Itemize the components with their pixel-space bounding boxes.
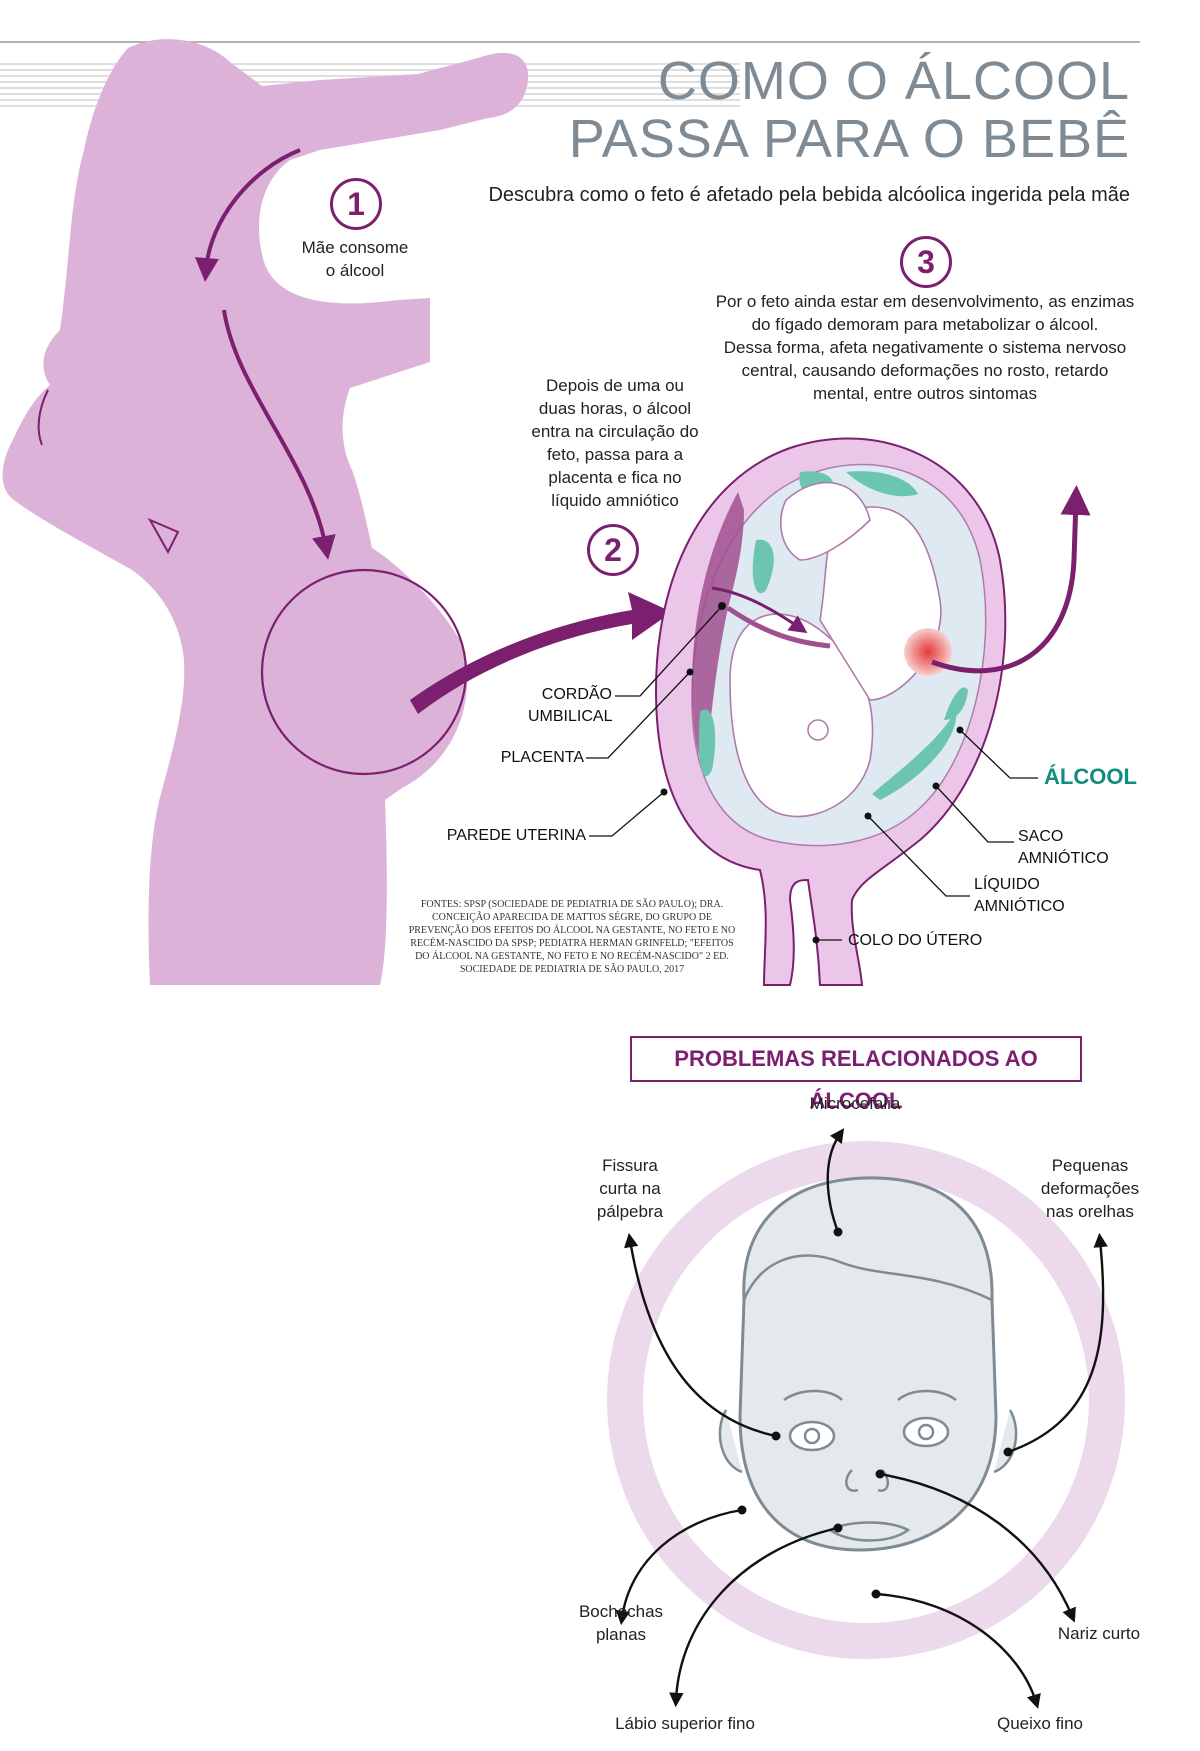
uterus-leader-dots bbox=[660, 668, 964, 944]
label-line: Fissura bbox=[602, 1156, 658, 1175]
step-1-badge: 1 bbox=[330, 178, 382, 230]
step-3-line: Por o feto ainda estar em desenvolviment… bbox=[715, 292, 1135, 311]
problem-arrows bbox=[615, 1128, 1108, 1709]
step-1-line: Mãe consome bbox=[301, 238, 409, 257]
hair-detail bbox=[37, 389, 49, 446]
umbilical-cord bbox=[726, 605, 831, 649]
label-line: AMNIÓTICO bbox=[974, 898, 1065, 915]
step-1-text: Mãe consome o álcool bbox=[290, 236, 420, 282]
descent-arrow bbox=[222, 309, 336, 560]
step-2-line: Depois de uma ou bbox=[546, 376, 684, 395]
label-line: deformações bbox=[1040, 1179, 1140, 1198]
label-parede-uterina: PAREDE UTERINA bbox=[446, 827, 586, 844]
label-line: AMNIÓTICO bbox=[1018, 850, 1109, 867]
bra-strap-detail bbox=[147, 517, 180, 555]
label-line: LÍQUIDO bbox=[974, 876, 1040, 893]
source-line: RECÉM-NASCIDO DA SPSP; PEDIATRA HERMAN G… bbox=[410, 938, 734, 949]
step-3-line: central, causando deformações no rosto, … bbox=[741, 361, 1109, 380]
step-2-line: líquido amniótico bbox=[551, 491, 679, 510]
label-microcefalia: Microcefalia bbox=[809, 1094, 901, 1113]
label-line: UMBILICAL bbox=[528, 708, 613, 725]
source-line: FONTES: SPSP (SOCIEDADE DE PEDIATRIA DE … bbox=[420, 899, 724, 910]
step-2-line: placenta e fica no bbox=[548, 468, 682, 487]
page-title: COMO O ÁLCOOL PASSA PARA O BEBÊ bbox=[569, 52, 1130, 168]
step-2-text: Depois de uma ou duas horas, o álcool en… bbox=[520, 374, 710, 512]
label-queixo: Queixo fino bbox=[997, 1714, 1083, 1733]
label-line: Pequenas bbox=[1051, 1156, 1129, 1175]
sources-note: FONTES: SPSP (SOCIEDADE DE PEDIATRIA DE … bbox=[402, 898, 742, 976]
title-line-2: PASSA PARA O BEBÊ bbox=[568, 109, 1130, 169]
label-orelhas: Pequenas deformações nas orelhas bbox=[1030, 1154, 1150, 1223]
brain-effect-spot bbox=[904, 628, 952, 676]
label-bochechas: Bochechas planas bbox=[566, 1600, 676, 1646]
label-fissura: Fissura curta na pálpebra bbox=[570, 1154, 690, 1223]
label-liquido-amniotico: LÍQUIDO AMNIÓTICO bbox=[974, 874, 1065, 918]
fetus-ear bbox=[807, 719, 829, 741]
title-line-1: COMO O ÁLCOOL bbox=[657, 51, 1130, 111]
label-line: SACO bbox=[1018, 828, 1064, 845]
drink-arrow bbox=[195, 148, 301, 282]
cord-flow-arrow bbox=[711, 586, 808, 634]
step-3-text: Por o feto ainda estar em desenvolviment… bbox=[700, 290, 1150, 405]
step-2-line: duas horas, o álcool bbox=[538, 399, 692, 418]
source-line: CONCEIÇÃO APARECIDA DE MATTOS SÉGRE, DO … bbox=[431, 912, 713, 923]
placenta-shape bbox=[691, 492, 744, 768]
label-saco-amniotico: SACO AMNIÓTICO bbox=[1018, 826, 1109, 870]
label-line: Bochechas bbox=[578, 1602, 664, 1621]
source-line: PREVENÇÃO DOS EFEITOS DO ÁLCOOL NA GESTA… bbox=[408, 925, 736, 936]
baby-face bbox=[718, 1176, 1018, 1552]
source-line: SOCIEDADE DE PEDIATRIA DE SÃO PAULO, 201… bbox=[459, 964, 685, 975]
problem-dots bbox=[737, 1227, 1013, 1599]
step-3-badge: 3 bbox=[900, 236, 952, 288]
label-colo-do-utero: COLO DO ÚTERO bbox=[848, 932, 983, 949]
label-alcool: ÁLCOOL bbox=[1044, 764, 1137, 789]
step-3-line: do fígado demoram para metabolizar o álc… bbox=[751, 315, 1099, 334]
step-2-badge: 2 bbox=[587, 524, 639, 576]
effect-arrow bbox=[931, 485, 1091, 674]
label-nariz: Nariz curto bbox=[1057, 1624, 1141, 1643]
label-cordao-umbilical: CORDÃO UMBILICAL bbox=[528, 684, 612, 728]
source-line: DO ÁLCOOL NA GESTANTE, NO FETO E NO RECÉ… bbox=[415, 951, 729, 962]
label-placenta: PLACENTA bbox=[500, 749, 584, 766]
uterus-leader-lines bbox=[586, 605, 1038, 941]
label-line: nas orelhas bbox=[1046, 1202, 1134, 1221]
problems-ring bbox=[607, 1141, 1125, 1659]
label-labio: Lábio superior fino bbox=[615, 1714, 755, 1733]
label-line: curta na bbox=[599, 1179, 661, 1198]
label-line: planas bbox=[595, 1625, 647, 1644]
step-3-line: mental, entre outros sintomas bbox=[813, 384, 1037, 403]
label-line: CORDÃO bbox=[541, 686, 612, 703]
problems-title: PROBLEMAS RELACIONADOS AO ÁLCOOL bbox=[630, 1036, 1082, 1113]
step-2-line: feto, passa para a bbox=[546, 445, 684, 464]
label-line: pálpebra bbox=[596, 1202, 664, 1221]
step-1-line: o álcool bbox=[325, 261, 385, 280]
step-2-line: entra na circulação do bbox=[531, 422, 699, 441]
step-3-line: Dessa forma, afeta negativamente o siste… bbox=[723, 338, 1127, 357]
page-subtitle: Descubra como o feto é afetado pela bebi… bbox=[488, 184, 1130, 206]
mother-silhouette bbox=[2, 39, 529, 985]
zoom-arrow bbox=[410, 592, 672, 714]
